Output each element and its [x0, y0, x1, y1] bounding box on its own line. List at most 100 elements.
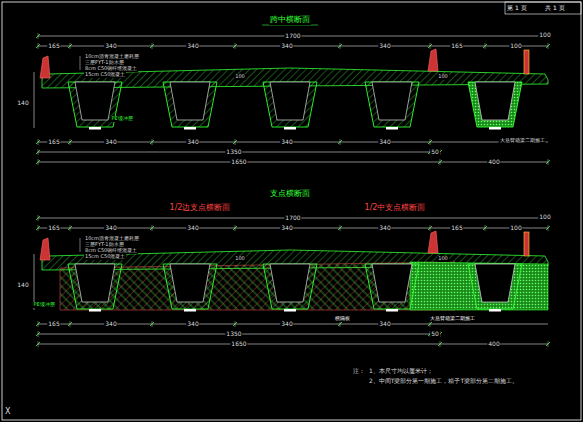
extension-line — [548, 341, 549, 347]
dimension-text: 340 — [104, 43, 117, 50]
u-girder — [365, 82, 419, 127]
girder-void — [270, 264, 310, 302]
section-title: 跨中横断面 — [269, 16, 311, 25]
extension-line — [38, 159, 39, 165]
extension-line — [548, 43, 549, 49]
dimension-tick — [338, 322, 342, 326]
extension-line — [152, 321, 153, 327]
section-title: 1/2中支点横断面 — [364, 204, 427, 213]
dimension-tick — [36, 226, 40, 230]
extension-line — [38, 33, 39, 39]
dimension-tick — [338, 140, 342, 144]
bearing — [89, 127, 101, 130]
dimension-tick — [438, 160, 442, 164]
dimension-tick — [233, 226, 237, 230]
dimension-text: 1700 — [284, 215, 301, 222]
extension-line — [340, 321, 341, 327]
u-girder — [263, 82, 317, 127]
dimension-text: 三层FYT-1防水层 — [84, 242, 125, 248]
dimension-tick — [338, 226, 342, 230]
dimension-tick — [36, 322, 40, 326]
dimension-tick — [36, 150, 40, 154]
dimension-tick — [36, 216, 40, 220]
dimension-text: 340 — [378, 321, 391, 328]
dimension-text: 340 — [378, 139, 391, 146]
dimension-text: 8cm C50钢纤维混凝土 — [84, 66, 138, 72]
u-girder — [365, 264, 419, 309]
crash-barrier — [40, 238, 50, 260]
dimension-text: 100 — [437, 256, 449, 262]
extension-line — [152, 43, 153, 49]
dimension-tick — [68, 322, 72, 326]
u-girder — [163, 264, 217, 309]
extension-line — [70, 225, 71, 231]
railing-post — [524, 232, 529, 256]
u-girder — [163, 82, 217, 127]
dimension-text: 340 — [378, 225, 391, 232]
dimension-text: 大悬臂箱梁二期施工 — [429, 316, 476, 322]
dimension-tick — [233, 140, 237, 144]
extension-line — [70, 43, 71, 49]
girder-void — [270, 82, 310, 120]
dimension-text: 1700 — [284, 33, 301, 40]
dimension-text: PE缓冲层 — [110, 116, 133, 122]
section-title: 支点横断面 — [269, 190, 311, 199]
section-title: 1/2边支点横断面 — [169, 204, 232, 213]
extension-line — [38, 341, 39, 347]
bearing — [386, 309, 398, 312]
extension-line — [38, 321, 39, 327]
dimension-line — [34, 72, 35, 128]
extension-line — [548, 225, 549, 231]
dimension-tick — [150, 226, 154, 230]
bearing — [489, 309, 501, 312]
dimension-tick — [36, 44, 40, 48]
dimension-text: 100 — [234, 256, 246, 262]
extension-line — [430, 139, 431, 145]
dimension-text: 340 — [280, 321, 293, 328]
stage-two-fill — [410, 262, 548, 310]
extension-line — [235, 139, 236, 145]
dimension-text: 400 — [487, 341, 500, 348]
dimension-text: 340 — [104, 139, 117, 146]
extension-line — [430, 321, 431, 327]
extension-line — [38, 331, 39, 337]
dimension-text: 注： — [352, 368, 366, 375]
extension-line — [70, 321, 71, 327]
extension-line — [485, 225, 486, 231]
dimension-tick — [36, 140, 40, 144]
extension-line — [340, 225, 341, 231]
bearing — [184, 309, 196, 312]
dimension-text: 340 — [186, 43, 199, 50]
dimension-text: 165 — [47, 43, 60, 50]
dimension-tick — [438, 342, 442, 346]
dimension-text: 340 — [186, 139, 199, 146]
dimension-tick — [428, 322, 432, 326]
dimension-line — [38, 162, 548, 163]
dimension-text: 2、中间T梁部分第一期施工，箱子T梁部分第二期施工。 — [368, 378, 519, 385]
dimension-text: 100 — [538, 214, 551, 221]
dimension-tick — [233, 44, 237, 48]
extension-line — [430, 43, 431, 49]
dimension-tick — [68, 226, 72, 230]
crash-barrier — [428, 49, 438, 71]
dimension-tick — [150, 140, 154, 144]
extension-line — [38, 215, 39, 221]
dimension-tick — [428, 44, 432, 48]
dimension-tick — [68, 44, 72, 48]
extension-line — [548, 159, 549, 165]
dimension-text: PE缓冲层 — [32, 302, 55, 308]
dimension-text: 165 — [450, 225, 463, 232]
dimension-text: 140 — [16, 282, 29, 289]
dimension-tick — [233, 322, 237, 326]
extension-line — [38, 149, 39, 155]
sheet-number: 共 1 页 — [544, 5, 566, 12]
dimension-text: 340 — [280, 43, 293, 50]
dimension-text: X — [4, 408, 11, 417]
dimension-text: 165 — [47, 225, 60, 232]
dimension-text: 100 — [437, 74, 449, 80]
dimension-text: 340 — [104, 225, 117, 232]
u-girder — [263, 264, 317, 309]
extension-line — [152, 139, 153, 145]
diaphragm — [60, 262, 455, 310]
